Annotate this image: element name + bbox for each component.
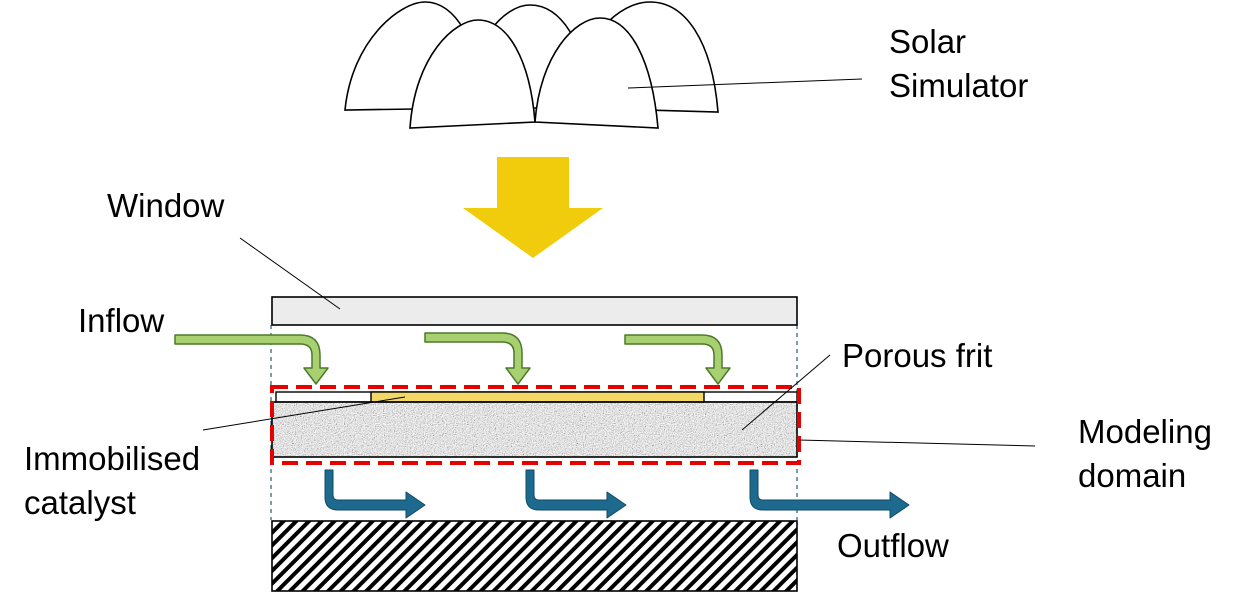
immobilised-catalyst-label-line1: Immobilised bbox=[24, 440, 201, 477]
inflow-arrow-icon bbox=[174, 334, 329, 385]
light-arrow-icon bbox=[463, 157, 603, 258]
window-pane bbox=[271, 296, 798, 326]
leader-solar bbox=[627, 78, 863, 89]
outflow-arrow-icon bbox=[749, 469, 910, 519]
outflow-label: Outflow bbox=[837, 527, 949, 564]
solar-simulator-label-line1: Solar bbox=[889, 23, 967, 60]
leader-lines bbox=[202, 78, 1036, 447]
solar-simulator-icon bbox=[344, 1, 719, 129]
leader-porous-frit bbox=[741, 354, 831, 431]
window-label: Window bbox=[107, 187, 225, 224]
modeling-domain-border bbox=[270, 385, 801, 465]
inflow-arrow-icon bbox=[624, 334, 731, 385]
porous-frit bbox=[272, 402, 797, 457]
bottom-block bbox=[271, 520, 798, 592]
leader-window bbox=[239, 237, 341, 310]
modeling-domain-label-line1: Modeling bbox=[1078, 413, 1212, 450]
leader-catalyst bbox=[202, 396, 406, 431]
outflow-arrows bbox=[324, 469, 910, 519]
leader-modeling-domain bbox=[798, 439, 1036, 447]
modeling-domain-label-line2: domain bbox=[1078, 457, 1187, 494]
inflow-label: Inflow bbox=[78, 302, 165, 339]
porous-frit-label: Porous frit bbox=[842, 337, 993, 374]
inflow-arrow-icon bbox=[424, 332, 531, 385]
catalyst-layer bbox=[370, 391, 705, 403]
outflow-arrow-icon bbox=[324, 469, 426, 519]
solar-simulator-label-line2: Simulator bbox=[889, 67, 1029, 104]
inflow-arrows bbox=[174, 332, 731, 385]
immobilised-catalyst-label-line2: catalyst bbox=[24, 484, 136, 521]
outflow-arrow-icon bbox=[525, 469, 627, 519]
